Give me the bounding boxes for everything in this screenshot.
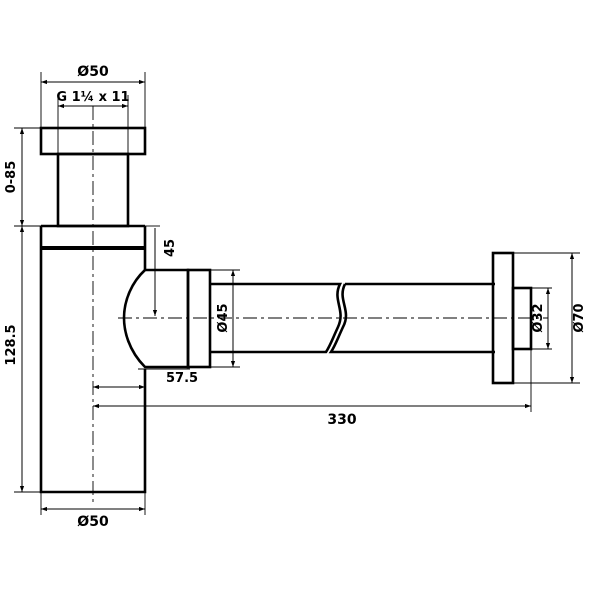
siphon-outline [39, 126, 533, 494]
dim-total-length: 330 [327, 412, 356, 428]
dim-thread: G 1¼ x 11 [56, 90, 129, 105]
wall-stub [511, 286, 533, 351]
dim-elbow-drop: 45 [163, 239, 178, 257]
dim-bottom-diameter: Ø50 [77, 514, 109, 530]
dim-body-height: 128.5 [4, 324, 19, 365]
dim-rosette-diameter: Ø70 [572, 303, 587, 332]
dim-wall-pipe-diameter: Ø32 [531, 303, 546, 332]
wall-pipe [236, 282, 495, 354]
dim-height-adjust: 0-85 [4, 161, 19, 194]
dim-top-diameter: Ø50 [77, 64, 109, 80]
dim-outlet-offset: 57.5 [166, 371, 198, 386]
elbow [122, 268, 190, 369]
dimension-lines [19, 79, 575, 512]
extension-lines [14, 72, 580, 515]
elbow-nut [186, 268, 212, 369]
dim-outlet-diameter: Ø45 [216, 303, 231, 332]
